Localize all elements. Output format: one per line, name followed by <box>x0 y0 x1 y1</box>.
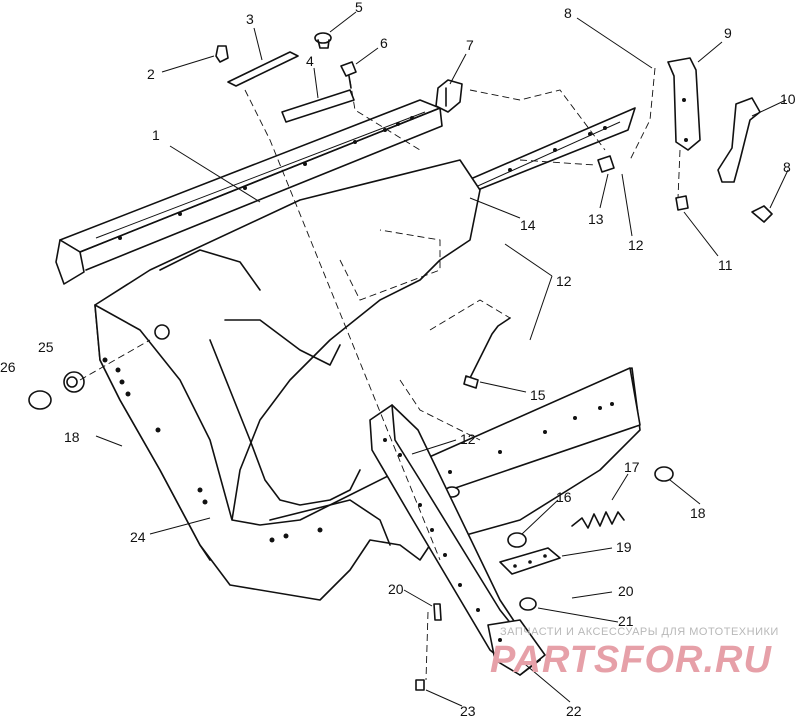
callout-4: 4 <box>306 53 314 69</box>
part-26-cap <box>28 390 52 410</box>
part-10-lever <box>717 97 761 183</box>
callout-5: 5 <box>355 0 363 15</box>
callout-9: 9 <box>724 25 732 41</box>
callout-3: 3 <box>246 11 254 27</box>
part-1-upper-rail <box>55 99 443 285</box>
callout-17: 17 <box>624 459 640 475</box>
part-16-plug <box>507 532 527 548</box>
part-8-grommet-right <box>751 205 773 223</box>
callout-26: 26 <box>0 359 16 375</box>
part-2-pin <box>215 45 229 63</box>
part-9-bracket <box>667 57 701 151</box>
assembly-lines <box>79 67 681 681</box>
watermark-logo: PARTSFOR.RU <box>490 639 772 681</box>
part-11-bolt <box>675 195 689 211</box>
part-5-cap <box>314 32 332 49</box>
part-22-bumper-channel <box>369 404 546 676</box>
callout-16: 16 <box>556 489 572 505</box>
callout-20-right: 20 <box>618 583 634 599</box>
callout-2: 2 <box>147 66 155 82</box>
part-18-grommet-right <box>654 466 674 482</box>
callout-25: 25 <box>38 339 54 355</box>
leader-lines <box>95 11 789 707</box>
callout-22: 22 <box>566 703 582 718</box>
callout-21: 21 <box>618 613 634 629</box>
callout-12-low: 12 <box>460 431 476 447</box>
part-25-bushing <box>63 371 85 393</box>
callout-18-right: 18 <box>690 505 706 521</box>
part-15-rod <box>463 317 511 389</box>
callout-12-top: 12 <box>628 237 644 253</box>
callout-12-mid: 12 <box>556 273 572 289</box>
watermark-tagline: ЗАПЧАСТИ И АКСЕССУАРЫ ДЛЯ МОТОТЕХНИКИ <box>500 626 779 638</box>
callout-8-top: 8 <box>564 5 572 21</box>
callout-6: 6 <box>380 35 388 51</box>
part-13-nut <box>597 155 615 173</box>
watermark: ЗАПЧАСТИ И АКСЕССУАРЫ ДЛЯ МОТОТЕХНИКИ PA… <box>490 626 779 681</box>
callout-11: 11 <box>718 257 733 273</box>
part-6-screw <box>340 61 357 89</box>
part-17-spring <box>571 511 625 529</box>
callout-19: 19 <box>616 539 632 555</box>
callout-15: 15 <box>530 387 546 403</box>
part-19-plate <box>499 547 561 575</box>
callout-10: 10 <box>780 91 796 107</box>
callout-1: 1 <box>152 127 160 143</box>
part-24-hood-body <box>94 159 641 601</box>
part-21-clip <box>519 597 537 611</box>
callout-13: 13 <box>588 211 604 227</box>
callout-18-left: 18 <box>64 429 80 445</box>
callout-14: 14 <box>520 217 536 233</box>
callout-7: 7 <box>466 37 474 53</box>
part-7-latch <box>435 79 463 113</box>
callout-20-left: 20 <box>388 581 404 597</box>
part-4-strip <box>281 89 355 123</box>
callout-8-right: 8 <box>783 159 791 175</box>
callout-23: 23 <box>460 703 476 718</box>
part-20-screw-left <box>433 603 442 621</box>
part-3-gasket <box>227 51 299 87</box>
part-23-screw <box>415 679 425 691</box>
callout-24: 24 <box>130 529 146 545</box>
